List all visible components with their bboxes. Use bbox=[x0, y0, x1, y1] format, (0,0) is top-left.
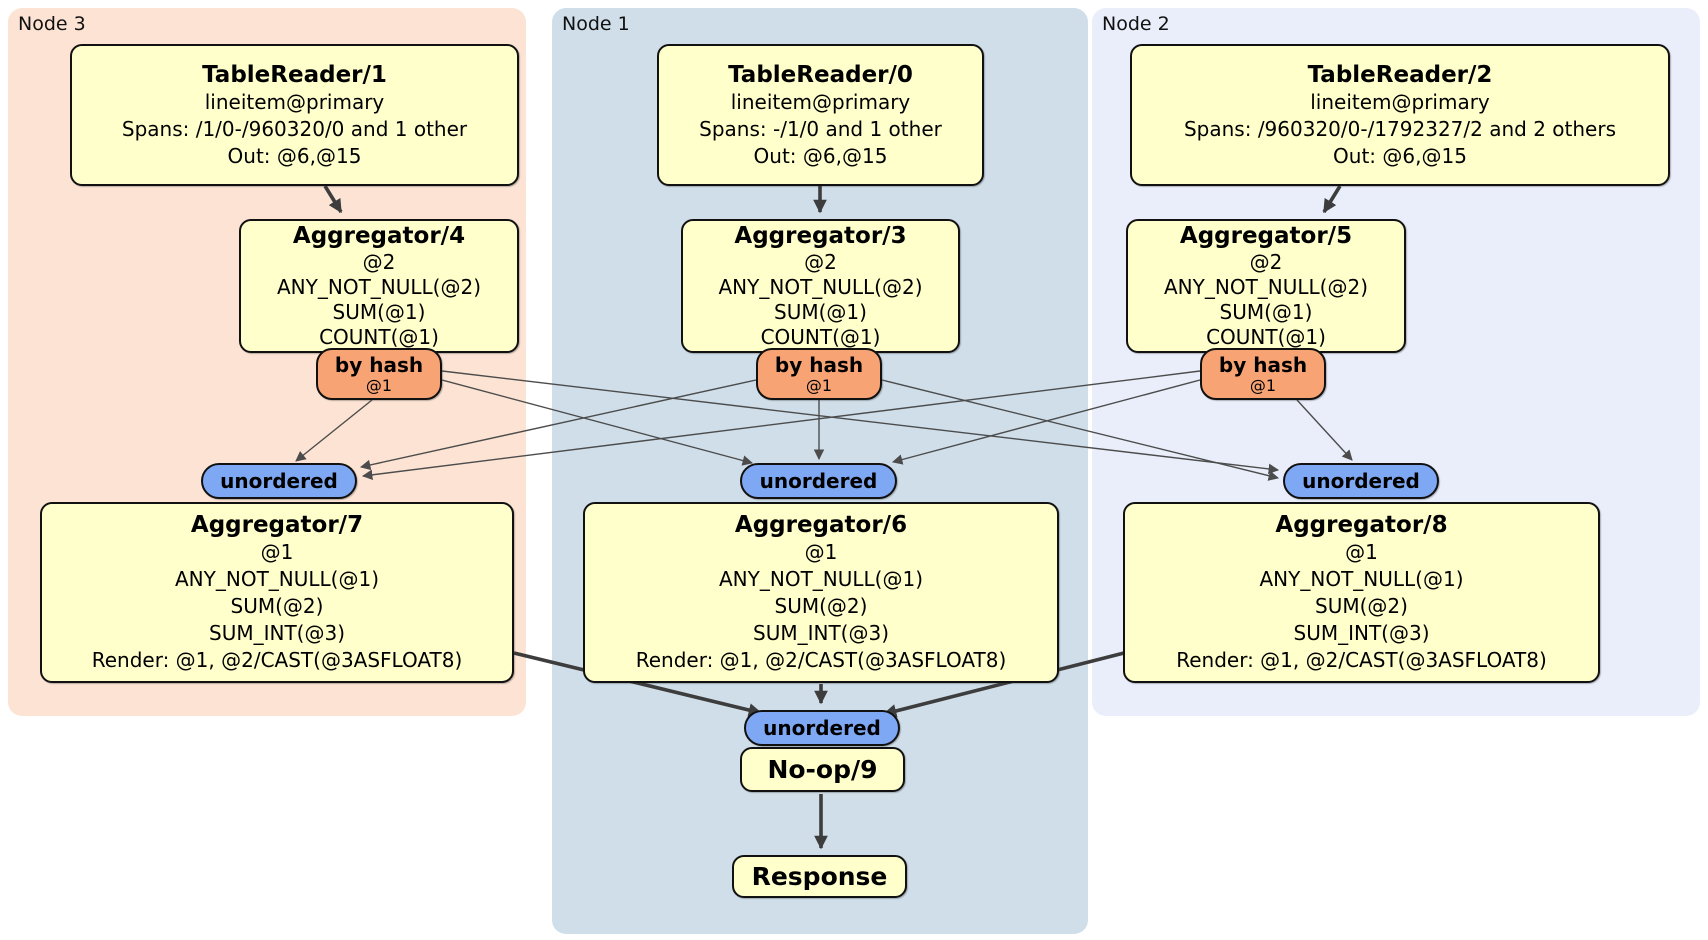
processor-title: No-op/9 bbox=[767, 754, 878, 784]
processor-agg-fn: COUNT(@1) bbox=[1206, 324, 1326, 349]
processor-response: Response bbox=[732, 855, 907, 898]
processor-index: lineitem@primary bbox=[730, 89, 911, 114]
processor-agg-fn: SUM(@2) bbox=[1315, 594, 1408, 618]
processor-aggregator-7: Aggregator/7 @1 ANY_NOT_NULL(@1) SUM(@2)… bbox=[40, 502, 514, 683]
processor-agg-fn: SUM(@2) bbox=[230, 594, 324, 618]
sync-label: unordered bbox=[220, 469, 338, 493]
processor-aggregator-6: Aggregator/6 @1 ANY_NOT_NULL(@1) SUM(@2)… bbox=[583, 502, 1059, 683]
sync-label: unordered bbox=[759, 469, 878, 493]
processor-spans: Spans: -/1/0 and 1 other bbox=[699, 116, 942, 141]
processor-spans: Spans: /1/0-/960320/0 and 1 other bbox=[121, 116, 468, 141]
router-by-hash-node3: by hash @1 bbox=[316, 348, 442, 400]
processor-aggregator-3: Aggregator/3 @2 ANY_NOT_NULL(@2) SUM(@1)… bbox=[681, 219, 960, 353]
processor-title: TableReader/2 bbox=[1307, 61, 1493, 88]
processor-agg-fn: ANY_NOT_NULL(@1) bbox=[1259, 567, 1464, 591]
processor-title: TableReader/0 bbox=[728, 61, 913, 88]
router-label: by hash bbox=[774, 352, 864, 377]
sync-label: unordered bbox=[1302, 469, 1420, 493]
processor-agg-fn: SUM(@2) bbox=[774, 594, 868, 618]
router-hash-columns: @1 bbox=[1249, 375, 1277, 395]
processor-title: TableReader/1 bbox=[202, 61, 387, 88]
processor-group-cols: @1 bbox=[1345, 540, 1378, 564]
region-node1-label: Node 1 bbox=[562, 13, 630, 35]
sync-unordered-node2: unordered bbox=[1283, 463, 1439, 499]
processor-aggregator-4: Aggregator/4 @2 ANY_NOT_NULL(@2) SUM(@1)… bbox=[239, 219, 519, 353]
processor-agg-fn: SUM(@1) bbox=[1219, 299, 1313, 324]
sync-unordered-node3: unordered bbox=[201, 463, 357, 499]
processor-agg-fn: SUM_INT(@3) bbox=[753, 621, 889, 645]
router-hash-columns: @1 bbox=[805, 375, 833, 395]
processor-aggregator-8: Aggregator/8 @1 ANY_NOT_NULL(@1) SUM(@2)… bbox=[1123, 502, 1600, 683]
router-by-hash-node1: by hash @1 bbox=[756, 348, 882, 400]
processor-group-cols: @1 bbox=[260, 540, 294, 564]
router-label: by hash bbox=[334, 352, 424, 377]
sync-label: unordered bbox=[763, 716, 881, 740]
processor-agg-fn: ANY_NOT_NULL(@2) bbox=[277, 274, 481, 299]
sync-unordered-node1: unordered bbox=[740, 463, 897, 499]
processor-aggregator-5: Aggregator/5 @2 ANY_NOT_NULL(@2) SUM(@1)… bbox=[1126, 219, 1406, 353]
router-hash-columns: @1 bbox=[365, 375, 393, 395]
processor-out: Out: @6,@15 bbox=[227, 143, 362, 168]
processor-agg-fn: ANY_NOT_NULL(@2) bbox=[718, 274, 923, 299]
processor-title: Response bbox=[751, 861, 888, 891]
router-by-hash-node2: by hash @1 bbox=[1200, 348, 1326, 400]
processor-agg-fn: ANY_NOT_NULL(@1) bbox=[175, 567, 379, 591]
processor-agg-fn: COUNT(@1) bbox=[319, 324, 439, 349]
processor-tablereader-0: TableReader/0 lineitem@primary Spans: -/… bbox=[657, 44, 984, 186]
processor-agg-fn: ANY_NOT_NULL(@1) bbox=[719, 567, 923, 591]
processor-agg-fn: ANY_NOT_NULL(@2) bbox=[1164, 274, 1368, 299]
processor-noop-9: No-op/9 bbox=[740, 747, 905, 792]
processor-title: Aggregator/5 bbox=[1179, 222, 1353, 249]
processor-group-cols: @2 bbox=[362, 249, 396, 274]
processor-render: Render: @1, @2/CAST(@3ASFLOAT8) bbox=[1176, 648, 1547, 672]
processor-group-cols: @1 bbox=[804, 540, 838, 564]
processor-agg-fn: SUM_INT(@3) bbox=[209, 621, 345, 645]
processor-render: Render: @1, @2/CAST(@3ASFLOAT8) bbox=[635, 648, 1007, 672]
processor-title: Aggregator/7 bbox=[190, 512, 364, 538]
processor-index: lineitem@primary bbox=[1310, 89, 1490, 114]
processor-render: Render: @1, @2/CAST(@3ASFLOAT8) bbox=[91, 648, 463, 672]
processor-agg-fn: SUM_INT(@3) bbox=[1293, 621, 1430, 645]
processor-title: Aggregator/4 bbox=[292, 222, 466, 249]
sync-unordered-final: unordered bbox=[744, 710, 900, 746]
processor-agg-fn: SUM(@1) bbox=[774, 299, 867, 324]
processor-title: Aggregator/6 bbox=[734, 512, 908, 538]
processor-out: Out: @6,@15 bbox=[753, 143, 888, 168]
processor-tablereader-2: TableReader/2 lineitem@primary Spans: /9… bbox=[1130, 44, 1670, 186]
processor-agg-fn: SUM(@1) bbox=[332, 299, 426, 324]
processor-tablereader-1: TableReader/1 lineitem@primary Spans: /1… bbox=[70, 44, 519, 186]
region-node2-label: Node 2 bbox=[1102, 13, 1170, 35]
processor-group-cols: @2 bbox=[1249, 249, 1283, 274]
region-node3-label: Node 3 bbox=[18, 13, 86, 35]
processor-spans: Spans: /960320/0-/1792327/2 and 2 others bbox=[1183, 116, 1616, 141]
processor-out: Out: @6,@15 bbox=[1333, 143, 1467, 168]
processor-title: Aggregator/3 bbox=[734, 222, 907, 249]
processor-index: lineitem@primary bbox=[204, 89, 385, 114]
processor-agg-fn: COUNT(@1) bbox=[760, 324, 881, 349]
processor-title: Aggregator/8 bbox=[1275, 512, 1448, 538]
router-label: by hash bbox=[1218, 352, 1308, 377]
processor-group-cols: @2 bbox=[804, 249, 837, 274]
